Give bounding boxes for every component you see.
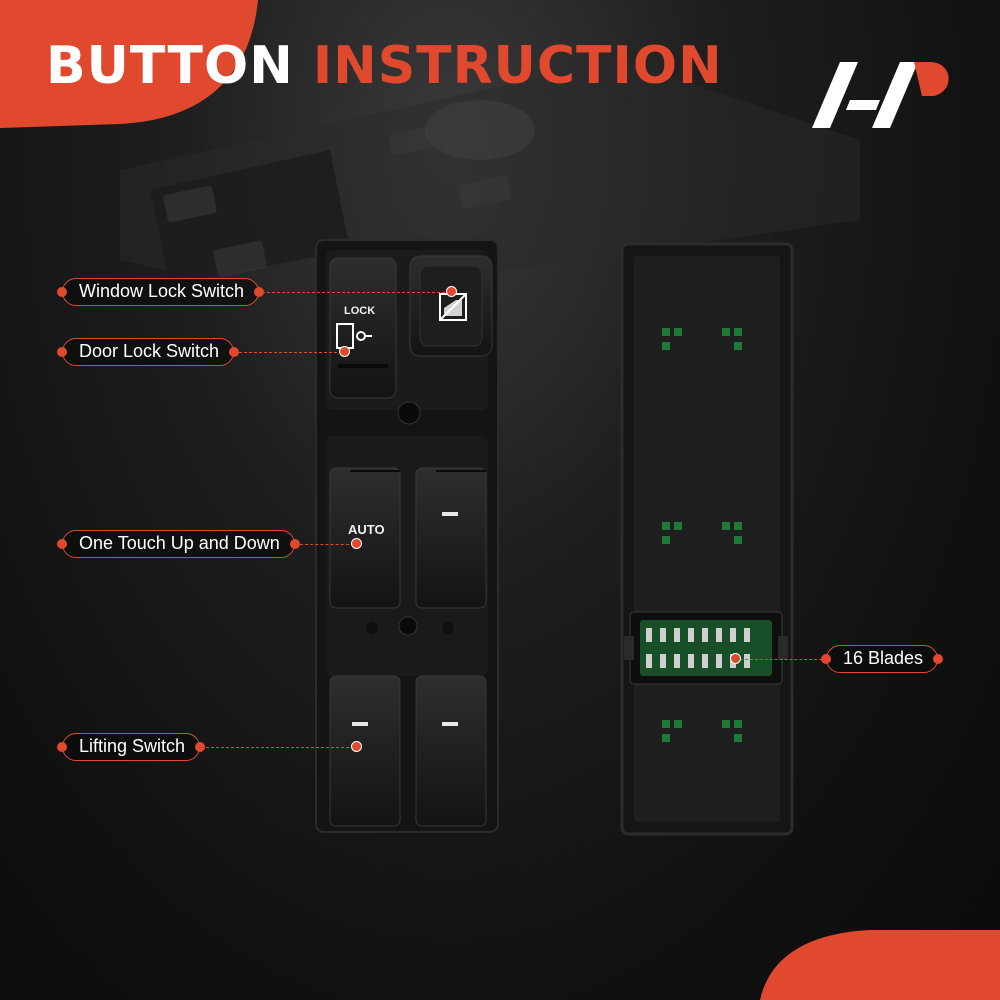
callout-dot	[57, 287, 67, 297]
callout-text: Window Lock Switch	[79, 281, 245, 301]
background-car-door	[120, 60, 860, 300]
switch-panel-front	[315, 239, 499, 833]
leader-door-lock	[234, 352, 342, 353]
callout-dot	[289, 539, 300, 549]
lock-text: LOCK	[344, 305, 376, 317]
callout-dot	[821, 654, 831, 664]
callout-dot	[57, 347, 67, 357]
corner-accent-top-left	[0, 0, 258, 128]
callout-dot	[933, 654, 944, 664]
target-dot-door-lock	[339, 346, 350, 357]
switch-panel-rear	[620, 242, 794, 836]
auto-text: AUTO	[348, 522, 385, 537]
title-word-instruction: INSTRUCTION	[312, 36, 723, 96]
callout-dot	[57, 742, 67, 752]
callout-window-lock-switch: Window Lock Switch	[57, 278, 265, 306]
callout-text: One Touch Up and Down	[79, 533, 280, 553]
target-dot-lifting	[351, 741, 362, 752]
leader-blades	[740, 659, 822, 660]
callout-dot	[254, 287, 265, 297]
callout-lifting-switch: Lifting Switch	[57, 733, 206, 761]
callout-text: 16 Blades	[843, 648, 924, 668]
leader-lifting	[196, 747, 354, 748]
callout-text: Door Lock Switch	[79, 341, 220, 361]
title-word-button: BUTTON	[46, 36, 294, 96]
target-dot-one-touch	[351, 538, 362, 549]
page-title: BUTTON INSTRUCTION	[46, 40, 723, 92]
brand-logo-icon	[812, 62, 949, 128]
corner-accent-bottom-right	[760, 930, 1000, 1000]
target-dot-window-lock	[446, 286, 457, 297]
callout-door-lock-switch: Door Lock Switch	[57, 338, 240, 366]
leader-one-touch	[300, 544, 354, 545]
leader-window-lock	[262, 292, 450, 293]
callout-dot	[57, 539, 67, 549]
target-dot-blades	[730, 653, 741, 664]
callout-text: Lifting Switch	[79, 736, 186, 756]
callout-one-touch-up-down: One Touch Up and Down	[57, 530, 300, 558]
callout-16-blades: 16 Blades	[821, 645, 944, 673]
